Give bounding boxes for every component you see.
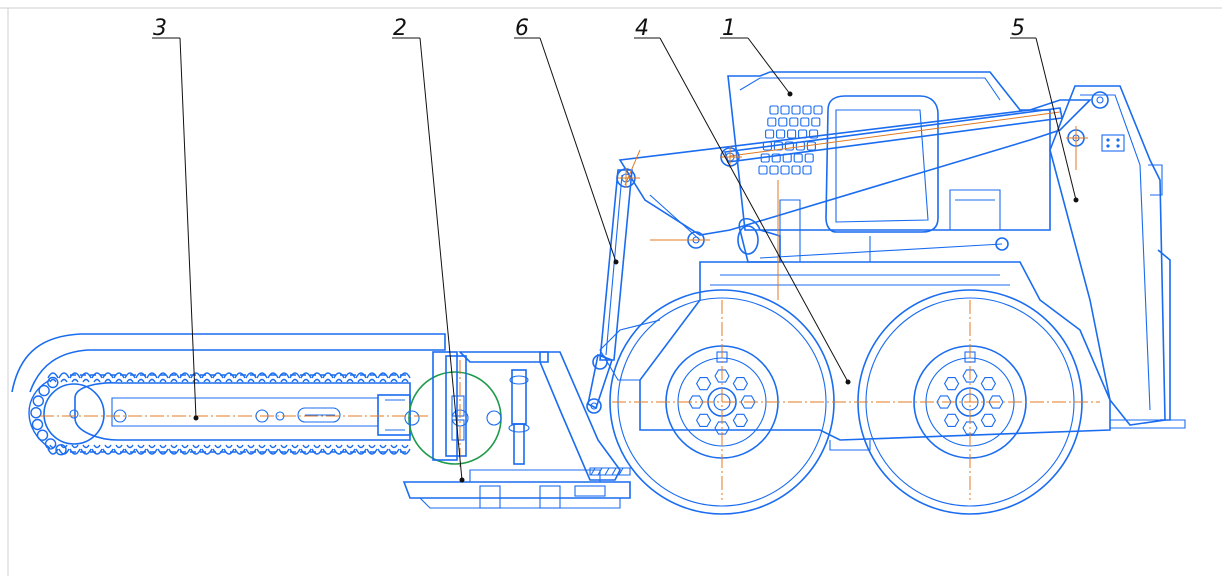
rear-tower xyxy=(1049,85,1186,429)
callout-labels: 3 2 6 4 1 5 xyxy=(153,16,1025,41)
callout-4: 4 xyxy=(635,16,649,41)
chassis xyxy=(599,236,1111,451)
callout-1: 1 xyxy=(722,16,736,41)
callout-5: 5 xyxy=(1011,16,1025,41)
callout-2: 2 xyxy=(393,16,407,41)
callout-6: 6 xyxy=(515,16,529,41)
chain-teeth-top xyxy=(30,372,411,456)
leader-lines xyxy=(152,37,1079,483)
nose-sprocket xyxy=(43,383,105,445)
centerlines xyxy=(40,126,1100,500)
drive-unit xyxy=(402,351,631,509)
cab-icon xyxy=(720,71,1063,263)
trencher-boom xyxy=(11,333,446,456)
callout-3: 3 xyxy=(153,16,167,41)
chain-teeth-bottom xyxy=(47,444,411,455)
hydraulic-cylinder-icon xyxy=(508,369,530,465)
